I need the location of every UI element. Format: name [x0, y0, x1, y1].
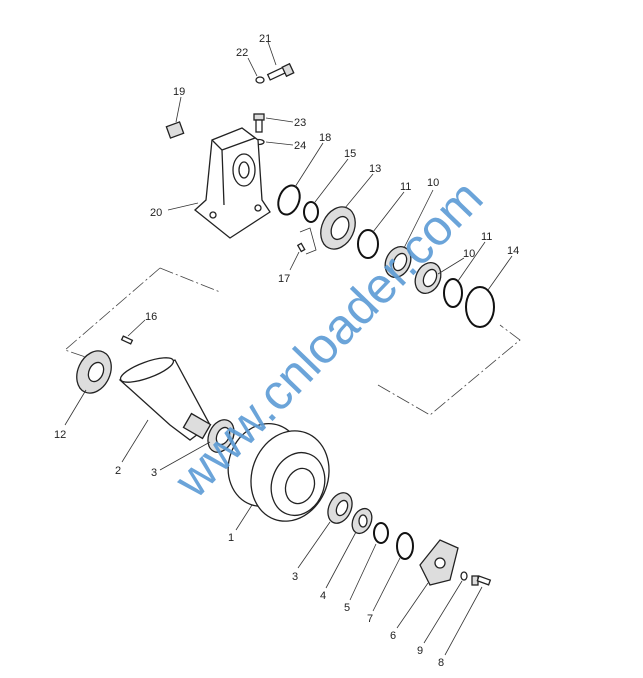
snap-ring-18: [277, 184, 301, 216]
callout-16: 16: [145, 311, 157, 323]
callout-22: 22: [236, 47, 248, 59]
pin-17: [296, 242, 306, 253]
callout-10: 10: [463, 248, 475, 260]
bearing-10a: [384, 245, 412, 279]
bolt-21: [255, 62, 295, 84]
callout-10: 10: [427, 177, 439, 189]
callout-24: 24: [294, 140, 306, 152]
bolt-8: [471, 575, 492, 586]
callout-15: 15: [344, 148, 356, 160]
plug-19: [165, 121, 185, 139]
shaft-2: [118, 357, 212, 441]
o-ring-14: [465, 286, 495, 328]
callout-11: 11: [400, 181, 411, 193]
roller-1: [227, 423, 330, 522]
o-ring-11b: [443, 278, 463, 308]
assembly-line: [159, 267, 221, 293]
pin-16: [120, 335, 134, 345]
callout-11: 11: [481, 231, 492, 243]
callout-14: 14: [507, 245, 519, 257]
callout-6: 6: [390, 630, 396, 642]
snap-ring-5: [373, 522, 389, 544]
callout-17: 17: [278, 273, 290, 285]
callout-12: 12: [54, 429, 66, 441]
bearing-10b: [414, 261, 442, 295]
callout-5: 5: [344, 602, 350, 614]
callout-4: 4: [320, 590, 326, 602]
callout-3: 3: [292, 571, 298, 583]
callout-13: 13: [369, 163, 381, 175]
callout-8: 8: [438, 657, 444, 669]
o-ring-7: [396, 532, 414, 560]
o-ring-11: [357, 229, 379, 259]
bracket-line: [299, 227, 317, 255]
washer-9: [460, 571, 468, 581]
assembly-line: [377, 324, 521, 416]
callout-18: 18: [319, 132, 331, 144]
callout-23: 23: [294, 117, 306, 129]
bearing-4: [351, 507, 373, 535]
bearing-3b: [327, 492, 353, 524]
leader-lines: [64, 41, 513, 656]
callout-7: 7: [367, 613, 373, 625]
callout-20: 20: [150, 207, 162, 219]
callout-2: 2: [115, 465, 121, 477]
collar-12: [76, 350, 112, 394]
cover-6: [419, 539, 459, 586]
callout-21: 21: [259, 33, 271, 45]
seal-13: [320, 206, 356, 250]
callout-19: 19: [173, 86, 185, 98]
callout-1: 1: [228, 532, 234, 544]
bearing-3a: [207, 419, 235, 453]
callout-3: 3: [151, 467, 157, 479]
callout-9: 9: [417, 645, 423, 657]
o-ring-15: [303, 201, 319, 223]
housing-20: [193, 127, 271, 239]
